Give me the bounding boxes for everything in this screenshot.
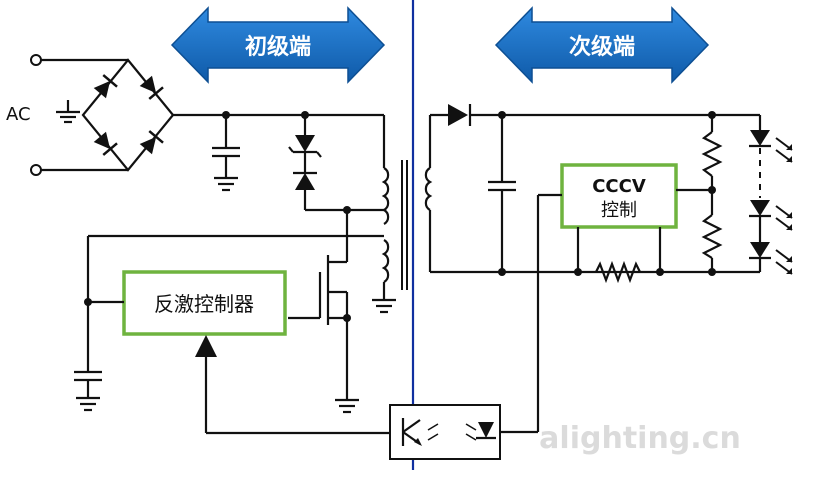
optocoupler (389, 404, 501, 460)
vcc-rail (74, 236, 124, 412)
bridge-rectifier (81, 58, 175, 172)
secondary-side-label: 次级端 (569, 34, 635, 60)
cccv-controller: CCCV 控制 (500, 163, 716, 434)
snubber-clamp (288, 115, 322, 210)
bulk-capacitor (212, 115, 240, 192)
output-capacitor (488, 115, 516, 272)
cccv-label: CCCV (592, 176, 646, 197)
voltage-divider (701, 115, 723, 272)
cccv-sublabel: 控制 (601, 200, 637, 221)
ac-input: AC (6, 54, 128, 176)
primary-side-arrow: 初级端 (170, 6, 386, 84)
mosfet-switch (288, 210, 359, 414)
output-diode (448, 104, 716, 126)
feedback-path (195, 335, 390, 435)
primary-side-label: 初级端 (245, 34, 311, 60)
flyback-controller-label: 反激控制器 (154, 292, 254, 316)
secondary-side-arrow: 次级端 (494, 6, 710, 84)
led-string (712, 113, 793, 275)
ac-label: AC (6, 104, 31, 125)
sense-resistor (595, 260, 641, 284)
transformer-secondary (424, 113, 448, 272)
flyback-controller: 反激控制器 (122, 270, 287, 336)
transformer-auxiliary (88, 234, 396, 314)
transformer-primary (305, 115, 408, 290)
watermark: alighting.cn (539, 421, 741, 456)
